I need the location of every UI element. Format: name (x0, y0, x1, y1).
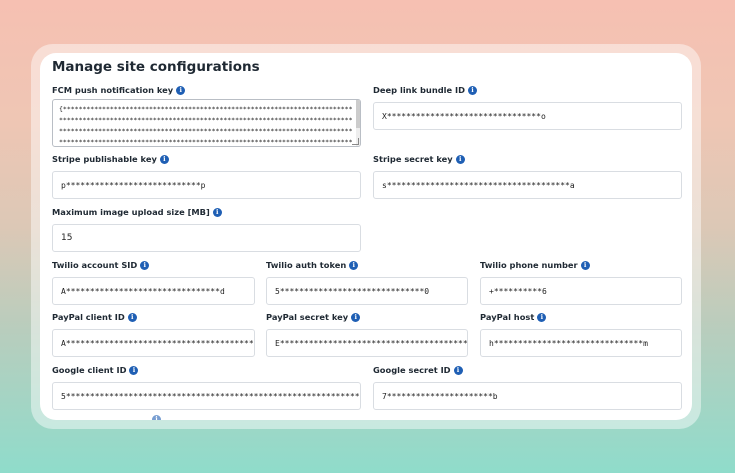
fcm-scrollbar-thumb[interactable] (356, 100, 360, 128)
deeplink-value: X********************************o (382, 111, 546, 121)
paypal-host-input[interactable]: h*******************************m (480, 329, 682, 357)
paypal-host-label-text: PayPal host (480, 312, 535, 322)
google-secret-label-text: Google secret ID (373, 365, 451, 375)
info-icon[interactable]: i (212, 207, 222, 217)
info-icon[interactable]: i (537, 312, 547, 322)
fcm-key-textarea[interactable]: {***************************************… (52, 99, 361, 147)
info-icon[interactable]: i (129, 365, 139, 375)
paypal-secret-value: E***************************************… (275, 338, 468, 348)
stripe-secret-input[interactable]: s**************************************a (373, 171, 682, 199)
info-icon[interactable]: i (351, 312, 361, 322)
twilio-sid-label-text: Twilio account SID (52, 260, 138, 270)
paypal-secret-label-text: PayPal secret key (266, 312, 349, 322)
stripe-publishable-input[interactable]: p****************************p (52, 171, 361, 199)
info-icon[interactable]: i (176, 85, 186, 95)
twilio-phone-input[interactable]: +**********6 (480, 277, 682, 305)
info-icon[interactable]: i (159, 154, 169, 164)
twilio-token-input[interactable]: 5******************************0 (266, 277, 468, 305)
google-client-value: 5***************************************… (61, 391, 361, 401)
next-section-label-cutoff: i (52, 415, 161, 420)
max-image-value: 15 (61, 233, 73, 243)
max-image-label: Maximum image upload size [MB]i (52, 207, 222, 217)
resize-handle[interactable] (352, 138, 359, 145)
deeplink-input[interactable]: X********************************o (373, 102, 682, 130)
fcm-key-value: {***************************************… (59, 105, 353, 146)
info-icon[interactable]: i (455, 154, 465, 164)
info-icon[interactable]: i (140, 260, 150, 270)
twilio-phone-value: +**********6 (489, 286, 547, 296)
max-image-label-text: Maximum image upload size [MB] (52, 207, 210, 217)
fcm-scrollbar[interactable] (356, 100, 360, 146)
info-icon[interactable]: i (453, 365, 463, 375)
fcm-key-label-text: FCM push notification key (52, 85, 174, 95)
stripe-secret-label-text: Stripe secret key (373, 154, 453, 164)
twilio-token-value: 5******************************0 (275, 286, 430, 296)
twilio-token-label-text: Twilio auth token (266, 260, 347, 270)
paypal-client-input[interactable]: A***************************************… (52, 329, 255, 357)
paypal-host-value: h*******************************m (489, 338, 648, 348)
google-client-input[interactable]: 5***************************************… (52, 382, 361, 410)
info-icon[interactable]: i (468, 85, 477, 95)
google-secret-input[interactable]: 7**********************b (373, 382, 682, 410)
deeplink-label-text: Deep link bundle ID (373, 85, 465, 95)
stripe-publishable-label-text: Stripe publishable key (52, 154, 157, 164)
page-title: Manage site configurations (52, 59, 260, 75)
info-icon[interactable]: i (580, 260, 590, 270)
twilio-sid-input[interactable]: A********************************d (52, 277, 255, 305)
google-secret-value: 7**********************b (382, 391, 498, 401)
twilio-phone-label-text: Twilio phone number (480, 260, 578, 270)
info-icon[interactable]: i (349, 260, 359, 270)
info-icon[interactable]: i (127, 312, 137, 322)
max-image-input[interactable]: 15 (52, 224, 361, 252)
paypal-client-value: A***************************************… (61, 338, 255, 348)
twilio-sid-value: A********************************d (61, 286, 225, 296)
google-client-label-text: Google client ID (52, 365, 127, 375)
stripe-secret-value: s**************************************a (382, 180, 575, 190)
site-config-card: Manage site configurations FCM push noti… (40, 53, 692, 420)
info-icon[interactable]: i (152, 415, 161, 420)
stripe-publishable-value: p****************************p (61, 180, 206, 190)
paypal-secret-input[interactable]: E***************************************… (266, 329, 468, 357)
paypal-client-label-text: PayPal client ID (52, 312, 125, 322)
